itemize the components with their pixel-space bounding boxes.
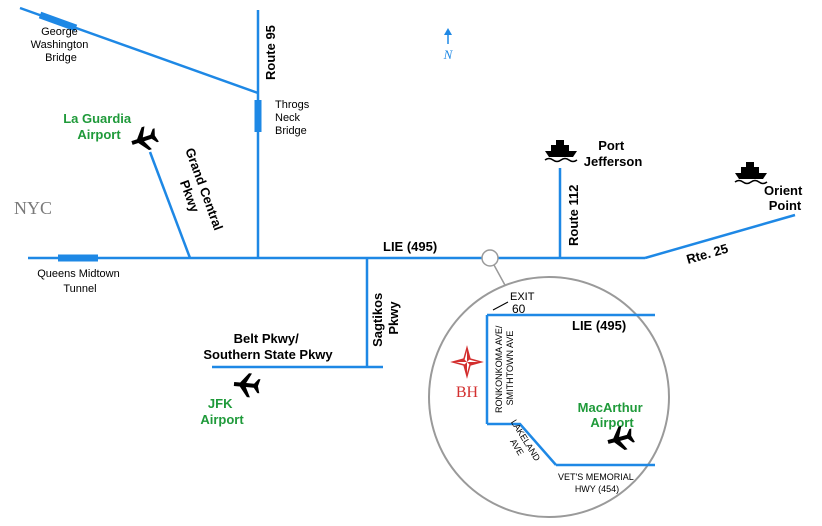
ronkonkoma-label: RONKONKOMA AVE/ SMITHTOWN AVE [494, 323, 515, 413]
road-rte-25 [644, 213, 796, 260]
queens-midtown-label: Queens Midtown Tunnel [37, 268, 123, 295]
inset-road-lakeland [487, 422, 557, 466]
zoom-connector [493, 264, 507, 288]
gw-bridge-label: George Washington Bridge [31, 26, 92, 64]
inset-circle [428, 276, 670, 518]
belt-pkwy-label: Belt Pkwy/ Southern State Pkwy [203, 331, 333, 362]
inset-map: EXIT 60 LIE (495) RONKONKOMA AVE/ SMITHT… [428, 276, 670, 518]
nyc-label: NYC [14, 198, 52, 218]
inset-lie-label: LIE (495) [572, 318, 626, 333]
orient-point-ferry-icon [734, 161, 768, 185]
route-112-label: Route 112 [566, 185, 581, 246]
gw-bridge-marker [38, 11, 78, 32]
vets-memorial-label: VET'S MEMORIAL HWY (454) [558, 472, 636, 494]
road-network [19, 6, 796, 369]
port-jefferson-ferry-icon [544, 139, 578, 163]
jfk-airplane-icon [232, 372, 261, 399]
compass-star-icon [450, 345, 484, 379]
sagtikos-label: Sagtikos Pkwy [370, 289, 401, 347]
la-guardia-label: La Guardia Airport [63, 111, 135, 142]
zoom-origin-circle [481, 249, 499, 267]
grand-central-label: Grand Central Pkwy [167, 146, 227, 241]
road-grand-central [148, 151, 192, 259]
north-label: N [443, 47, 454, 62]
hotel-marker: BH [456, 384, 479, 401]
macarthur-label: MacArthur Airport [578, 400, 647, 430]
north-arrow-icon: N [443, 28, 454, 62]
lie-495-label: LIE (495) [383, 239, 437, 254]
jfk-label: JFK Airport [200, 396, 244, 427]
route-95-label: Route 95 [263, 25, 278, 80]
port-jefferson-label: Port Jefferson [584, 138, 643, 169]
la-guardia-airplane-icon [128, 123, 161, 155]
throgs-neck-label: Throgs Neck Bridge [275, 99, 312, 137]
exit-label: EXIT 60 [510, 291, 537, 316]
exit-pointer [492, 301, 509, 311]
orient-point-label: Orient Point [764, 183, 806, 213]
